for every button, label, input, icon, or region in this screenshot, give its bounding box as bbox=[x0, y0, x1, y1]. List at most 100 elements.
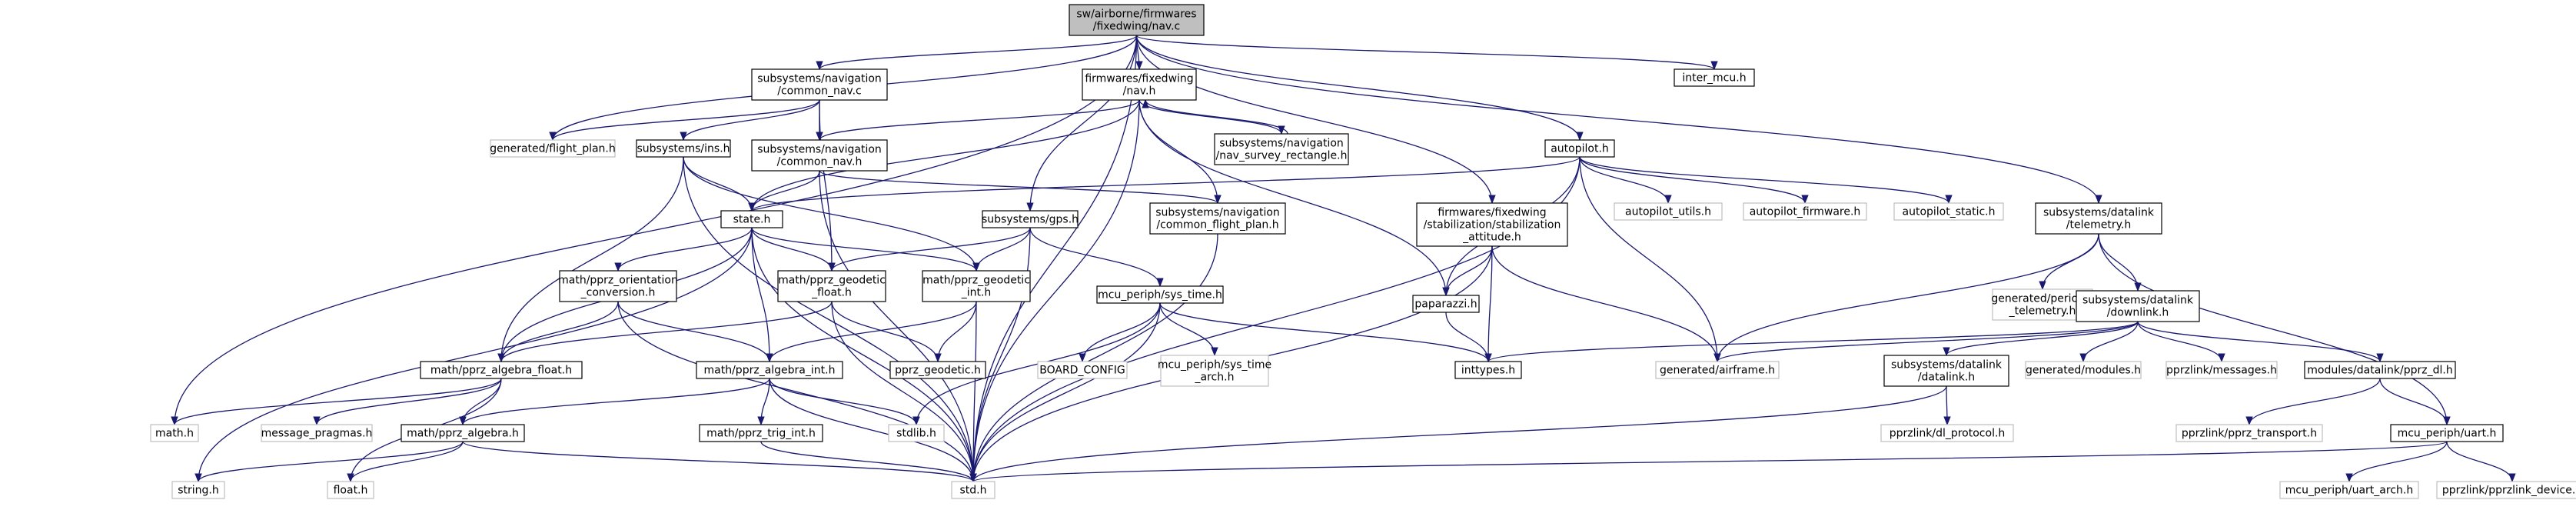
edge-sys_time-to-inttypes bbox=[1159, 302, 1492, 363]
node-label: math/pprz_algebra.h bbox=[407, 428, 519, 440]
node-label: paparazzi.h bbox=[1414, 298, 1477, 311]
edge-autopilot-to-autopilot_static bbox=[1579, 156, 1953, 205]
node-label: subsystems/datalink bbox=[2043, 207, 2155, 219]
node-stab_att[interactable]: firmwares/fixedwing/stabilization/stabil… bbox=[1416, 202, 1568, 247]
node-label: /downlink.h bbox=[2107, 307, 2169, 319]
node-label: math/pprz_orientation bbox=[558, 275, 678, 287]
node-string_h: string.h bbox=[171, 481, 225, 499]
edge-geo_int-to-alg_int bbox=[766, 301, 977, 363]
node-label: /common_flight_plan.h bbox=[1156, 219, 1278, 232]
node-std_h: std.h bbox=[951, 481, 995, 499]
node-state[interactable]: state.h bbox=[720, 210, 783, 228]
node-box bbox=[1614, 202, 1723, 221]
node-sys_time_arch: mcu_periph/sys_time_arch.h bbox=[1158, 355, 1271, 387]
node-orient[interactable]: math/pprz_orientation_conversion.h bbox=[558, 270, 678, 302]
edge-state-to-geo_float bbox=[751, 227, 836, 272]
node-label: math.h bbox=[155, 428, 194, 440]
node-box bbox=[2175, 424, 2323, 442]
node-label: _float.h bbox=[811, 287, 852, 299]
node-label: generated/flight_plan.h bbox=[490, 143, 616, 155]
node-label: generated/airframe.h bbox=[1660, 365, 1775, 377]
node-box bbox=[1655, 361, 1780, 379]
edge-common_nav_c-to-geo_float bbox=[819, 99, 836, 272]
edge-nav_c-to-inter_mcu bbox=[1135, 35, 1718, 71]
node-trig[interactable]: math/pprz_trig_int.h bbox=[699, 424, 823, 442]
edge-autopilot-to-airframe bbox=[1579, 156, 1721, 363]
edge-ins-to-geo_int bbox=[683, 156, 980, 272]
edge-common_nav_c-to-ins bbox=[680, 99, 820, 142]
edge-state-to-geo_int bbox=[751, 227, 980, 272]
node-label: math/pprz_algebra_int.h bbox=[704, 365, 836, 377]
dependency-edges bbox=[171, 35, 2516, 483]
edge-downlink-to-inttypes bbox=[1484, 321, 2139, 363]
node-box bbox=[1096, 285, 1224, 304]
node-label: state.h bbox=[733, 214, 771, 226]
node-box bbox=[1149, 202, 1286, 235]
edge-fw_nav_h-to-paparazzi bbox=[1138, 99, 1450, 297]
node-label: subsystems/gps.h bbox=[982, 214, 1079, 226]
node-pprz_geodetic[interactable]: pprz_geodetic.h bbox=[889, 361, 986, 379]
node-downlink[interactable]: subsystems/datalink/downlink.h bbox=[2076, 290, 2200, 322]
node-alg[interactable]: math/pprz_algebra.h bbox=[401, 424, 525, 442]
edge-stab_att-to-inttypes bbox=[1484, 245, 1493, 363]
edge-downlink-to-gen_modules bbox=[2079, 321, 2139, 363]
edge-alg_int-to-trig bbox=[757, 378, 770, 426]
node-box bbox=[150, 424, 199, 442]
node-alg_int[interactable]: math/pprz_algebra_int.h bbox=[696, 361, 843, 379]
node-label: pprzlink/dl_protocol.h bbox=[1890, 428, 2006, 440]
node-math_h: math.h bbox=[150, 424, 199, 442]
node-ins[interactable]: subsystems/ins.h bbox=[636, 139, 731, 158]
node-pprz_dl[interactable]: modules/datalink/pprz_dl.h bbox=[2304, 361, 2456, 379]
node-common_nav_c[interactable]: subsystems/navigation/common_nav.c bbox=[751, 68, 888, 101]
edge-stab_att-to-airframe bbox=[1491, 245, 1721, 363]
node-nav_c[interactable]: sw/airborne/firmwares/fixedwing/nav.c bbox=[1069, 4, 1205, 36]
node-fw_nav_h[interactable]: firmwares/fixedwing/nav.h bbox=[1082, 68, 1197, 101]
edge-ins-to-std_h bbox=[683, 156, 977, 483]
node-label: firmwares/fixedwing bbox=[1085, 73, 1193, 85]
node-box bbox=[1069, 4, 1205, 36]
edge-state-to-alg_int bbox=[751, 227, 773, 363]
node-box bbox=[1214, 133, 1349, 165]
edge-fw_nav_h-to-state bbox=[748, 99, 1140, 212]
node-box bbox=[636, 139, 731, 158]
node-label: subsystems/navigation bbox=[757, 73, 882, 85]
node-box bbox=[559, 270, 677, 302]
node-alg_float[interactable]: math/pprz_algebra_float.h bbox=[420, 361, 583, 379]
edge-alg-to-float_h bbox=[347, 441, 464, 483]
edge-telemetry-to-downlink bbox=[2098, 233, 2142, 292]
node-geo_float[interactable]: math/pprz_geodetic_float.h bbox=[777, 270, 886, 302]
node-common_nav_h[interactable]: subsystems/navigation/common_nav.h bbox=[751, 139, 888, 172]
node-autopilot[interactable]: autopilot.h bbox=[1544, 139, 1615, 158]
node-geo_int[interactable]: math/pprz_geodetic_int.h bbox=[922, 270, 1031, 302]
node-nav_survey[interactable]: subsystems/navigation/nav_survey_rectang… bbox=[1214, 133, 1349, 165]
node-telemetry[interactable]: subsystems/datalink/telemetry.h bbox=[2035, 202, 2162, 235]
edge-sys_time-to-std_h bbox=[969, 302, 1161, 483]
node-sys_time[interactable]: mcu_periph/sys_time.h bbox=[1096, 285, 1224, 304]
node-common_fp[interactable]: subsystems/navigation/common_flight_plan… bbox=[1149, 202, 1286, 235]
node-gps[interactable]: subsystems/gps.h bbox=[982, 210, 1079, 228]
node-label: subsystems/ins.h bbox=[637, 143, 730, 155]
node-pprz_transport: pprzlink/pprz_transport.h bbox=[2175, 424, 2323, 442]
edge-alg_float-to-msg_pragmas bbox=[313, 378, 502, 426]
node-label: autopilot_utils.h bbox=[1625, 206, 1711, 218]
node-box bbox=[922, 270, 1031, 302]
edge-orient-to-alg_float bbox=[497, 301, 619, 363]
edge-telemetry-to-airframe bbox=[1713, 233, 2099, 363]
edge-common_nav_h-to-std_h bbox=[819, 170, 977, 483]
edge-paparazzi-to-inttypes bbox=[1445, 312, 1492, 363]
node-inter_mcu[interactable]: inter_mcu.h bbox=[1674, 68, 1755, 87]
node-paparazzi[interactable]: paparazzi.h bbox=[1412, 295, 1480, 313]
node-label: _attitude.h bbox=[1462, 232, 1521, 244]
node-uart[interactable]: mcu_periph/uart.h bbox=[2390, 424, 2504, 442]
edge-orient-to-std_h bbox=[617, 301, 977, 483]
node-inttypes[interactable]: inttypes.h bbox=[1454, 361, 1522, 379]
edge-orient-to-alg_int bbox=[617, 301, 773, 363]
node-msg_pragmas: message_pragmas.h bbox=[261, 424, 373, 442]
node-datalink[interactable]: subsystems/datalink/datalink.h bbox=[1883, 355, 2009, 387]
node-box bbox=[720, 210, 783, 228]
node-label: subsystems/navigation bbox=[1155, 207, 1280, 219]
edge-datalink-to-dl_protocol bbox=[1943, 385, 1951, 426]
node-label: _arch.h bbox=[1195, 372, 1235, 384]
edge-geo_float-to-alg_float bbox=[497, 301, 833, 363]
node-box bbox=[2035, 202, 2162, 235]
